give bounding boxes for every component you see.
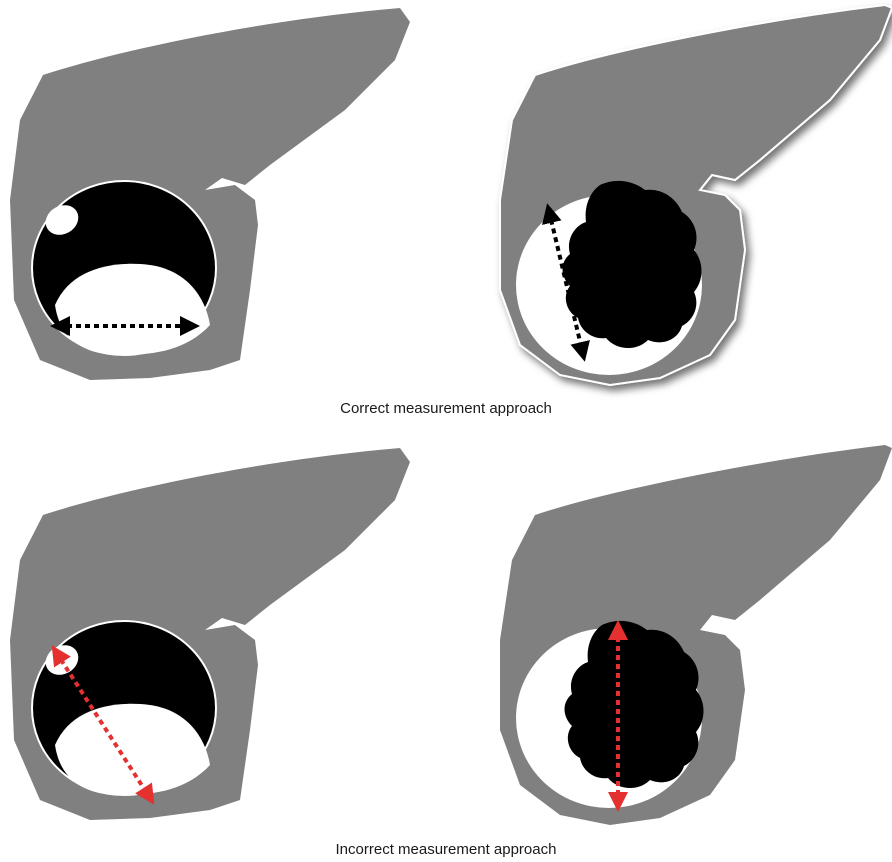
caption-correct: Correct measurement approach — [340, 400, 552, 417]
caption-incorrect: Incorrect measurement approach — [336, 841, 557, 858]
panel-bottom-right — [500, 445, 892, 825]
panel-top-right — [500, 5, 892, 385]
panel-top-left — [10, 8, 410, 380]
panel-bottom-left — [10, 448, 410, 820]
